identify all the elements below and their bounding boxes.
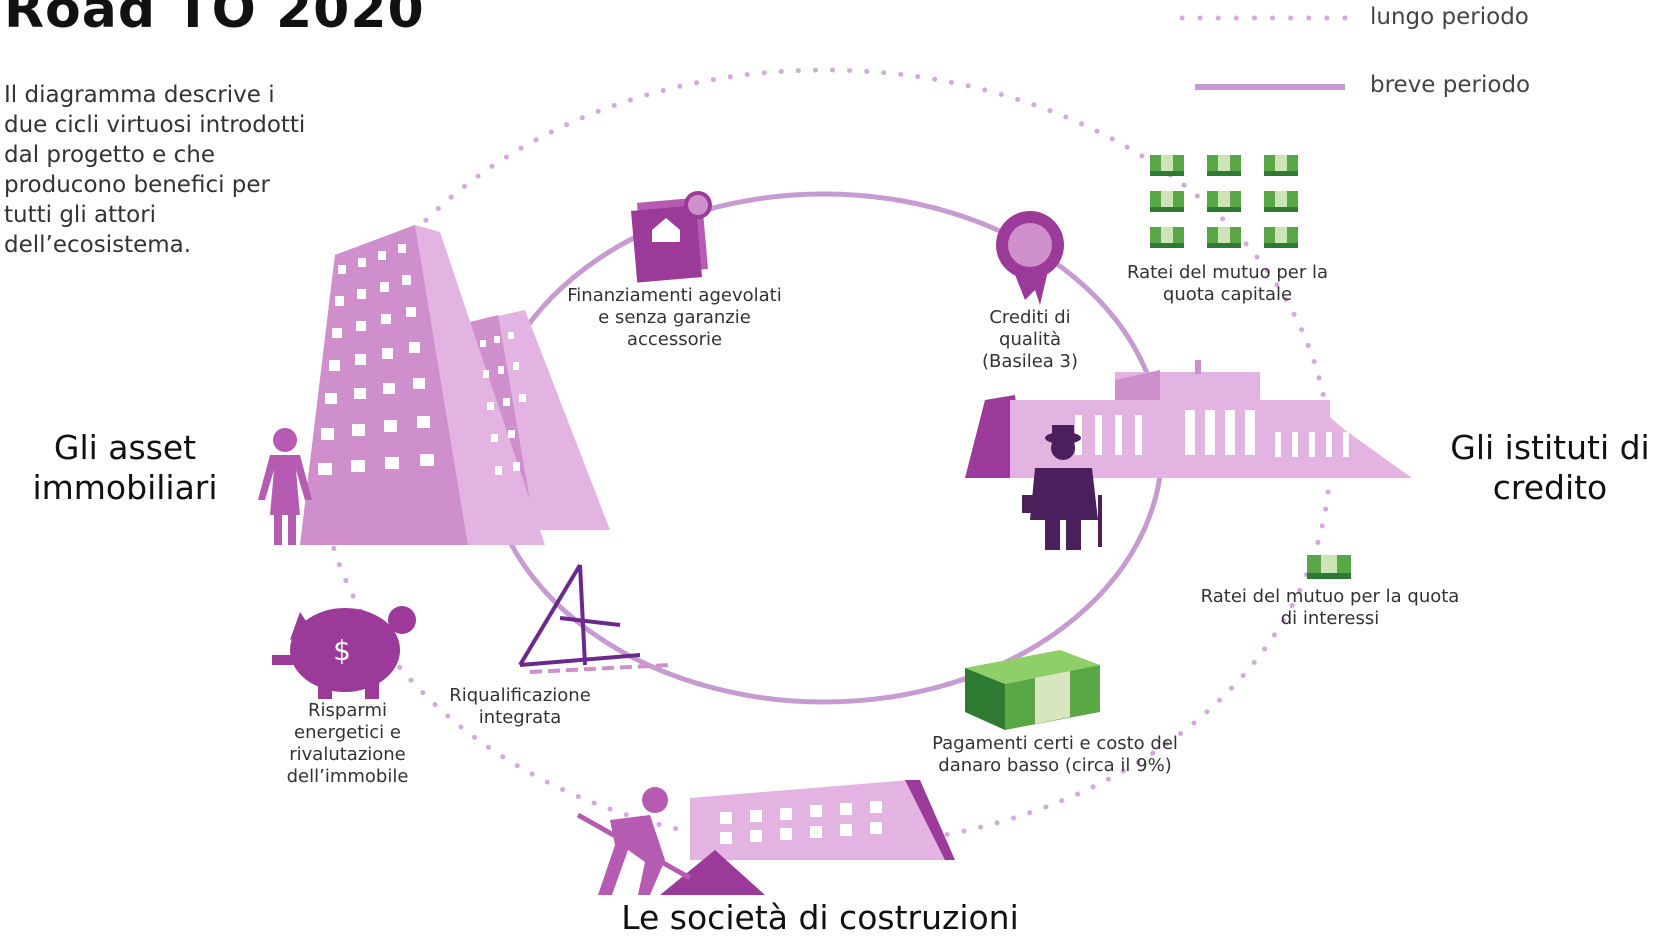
legend-short-term-label: breve periodo — [1370, 72, 1531, 98]
actor-credit-institutions: Gli istituti di credito — [1450, 428, 1650, 507]
bank-building — [965, 360, 1412, 478]
caption-interest-rates: Ratei del mutuo per la quota di interess… — [1200, 586, 1460, 629]
caption-payments: Pagamenti certi e costo del danaro basso… — [932, 733, 1178, 776]
document-seal-icon — [630, 191, 712, 283]
real-estate-buildings — [300, 225, 610, 545]
legend-long-term-label: lungo periodo — [1370, 4, 1529, 30]
piggy-bank-icon: $ — [272, 606, 416, 699]
woman-figure — [258, 428, 312, 545]
banker-figure — [1022, 425, 1102, 550]
diagram-title: Road TO 2020 — [4, 0, 425, 40]
money-stacks-icon — [1150, 155, 1298, 248]
crane-icon — [518, 563, 671, 674]
worker-figure — [576, 787, 692, 895]
rosette-icon — [996, 211, 1064, 305]
actor-construction-companies: Le società di costruzioni — [621, 898, 1019, 937]
svg-text:$: $ — [333, 634, 351, 667]
caption-capital-rates: Ratei del mutuo per la quota capitale — [1126, 262, 1328, 305]
money-stack-small-icon — [1307, 555, 1351, 579]
legend: lungo periodo breve periodo — [1180, 0, 1660, 110]
legend-swatches — [1180, 15, 1348, 90]
caption-requalification: Riqualificazione integrata — [449, 685, 591, 728]
money-bundle-icon — [965, 650, 1100, 730]
caption-quality-credit: Crediti di qualità (Basilea 3) — [981, 307, 1079, 372]
actor-real-estate: Gli asset immobiliari — [32, 428, 218, 507]
caption-financing: Finanziamenti agevolati e senza garanzie… — [567, 285, 782, 350]
construction-building — [660, 780, 955, 895]
intro-text: Il diagramma descrive i due cicli virtuo… — [4, 82, 306, 258]
caption-savings: Risparmi energetici e rivalutazione dell… — [286, 700, 409, 787]
